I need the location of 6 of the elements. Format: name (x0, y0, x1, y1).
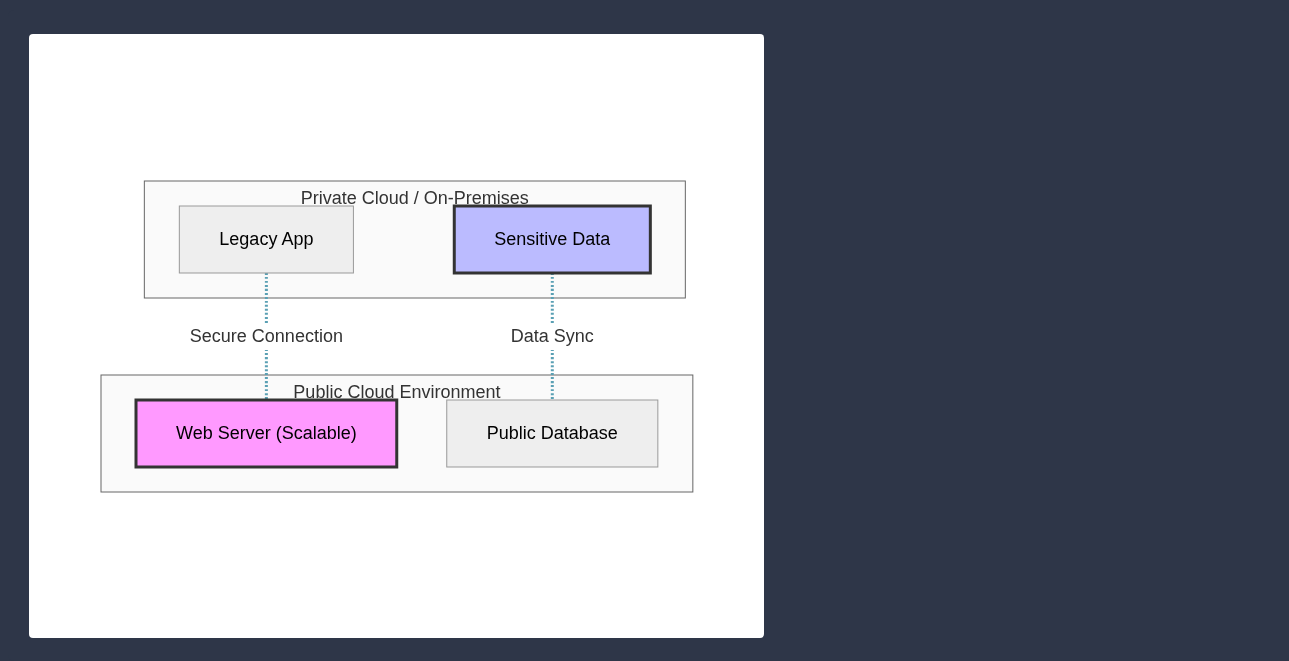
edge-label: Secure Connection (189, 325, 343, 346)
node-box: Web Server (Scalable) (134, 398, 398, 468)
edge-label: Data Sync (510, 325, 594, 346)
node-box: Legacy App (178, 205, 354, 273)
node-box: Public Database (445, 399, 658, 467)
node-box: Sensitive Data (452, 204, 652, 274)
